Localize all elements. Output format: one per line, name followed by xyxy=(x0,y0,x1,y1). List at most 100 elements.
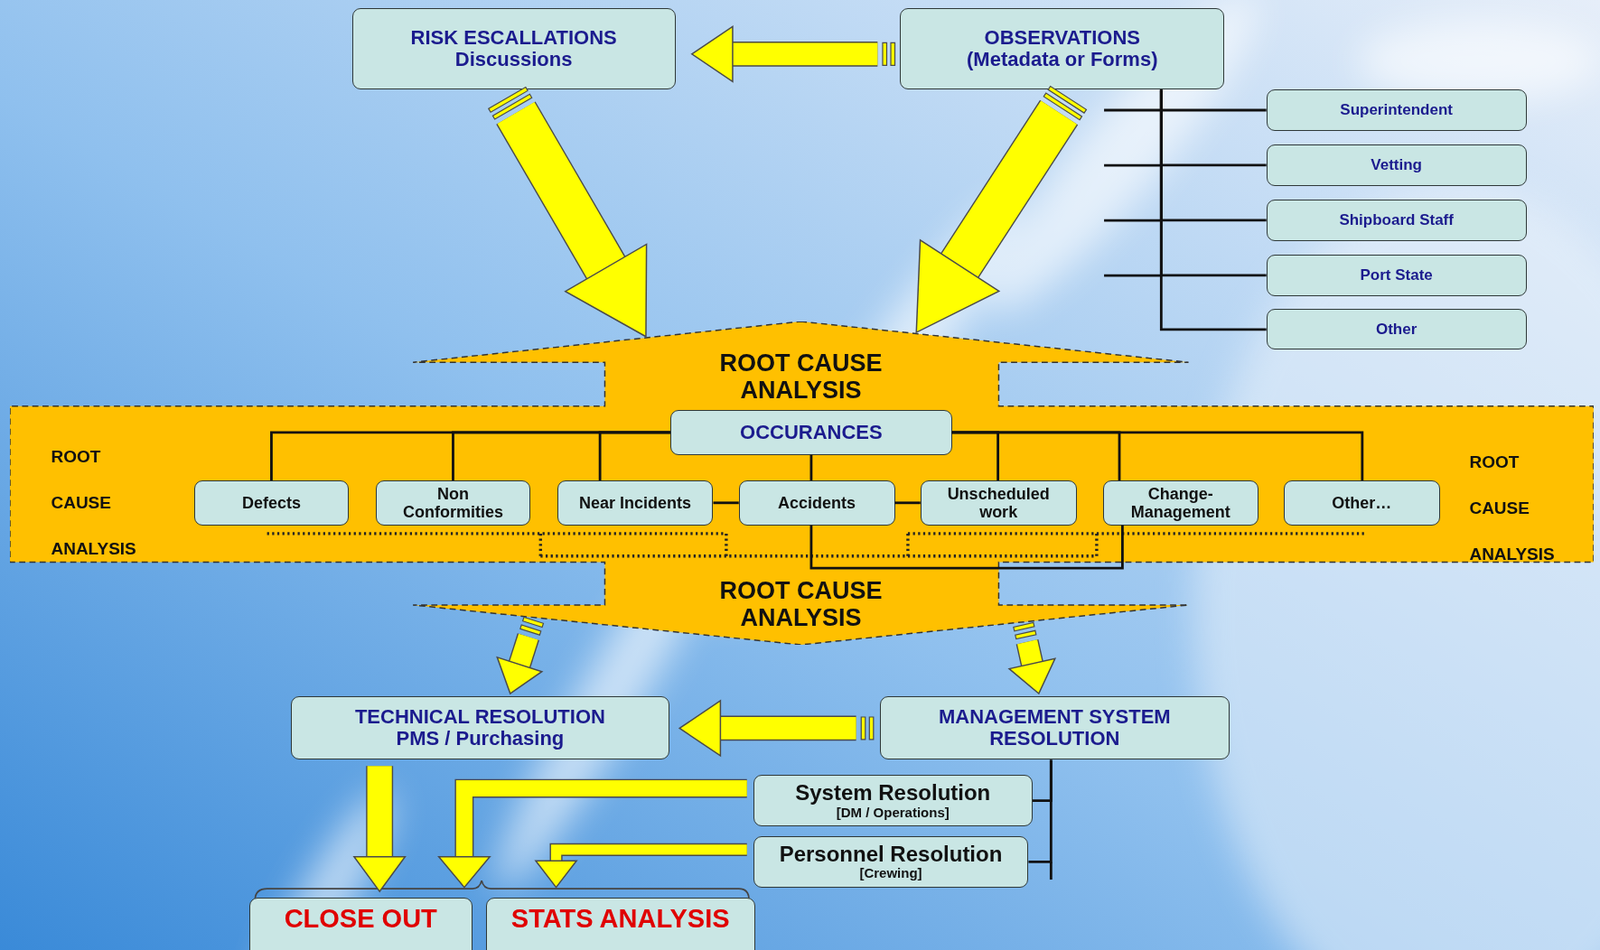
process-box: Other… xyxy=(1283,480,1441,526)
block-arrow xyxy=(496,617,543,694)
connector-line xyxy=(1032,759,1051,801)
process-box: OCCURANCES xyxy=(670,410,953,456)
arrow-outline xyxy=(959,112,1059,267)
label-slot: ROOT CAUSE ANALYSIS xyxy=(706,577,897,632)
box-label: Change-Management xyxy=(1113,485,1249,522)
process-box: OBSERVATIONS(Metadata or Forms) xyxy=(899,8,1225,90)
connector-line xyxy=(1160,89,1266,166)
band-label: ROOT CAUSE ANALYSIS xyxy=(1469,439,1570,578)
block-arrow xyxy=(916,86,1086,334)
block-arrow xyxy=(679,701,874,757)
box-label: MANAGEMENT SYSTEM RESOLUTION xyxy=(885,706,1225,751)
arrow-head xyxy=(439,857,490,889)
process-box: System Resolution[DM / Operations] xyxy=(753,775,1033,826)
process-box: Superintendent xyxy=(1266,89,1527,131)
process-box: Shipboard Staff xyxy=(1266,199,1527,241)
haze xyxy=(1193,183,1600,950)
arrow-outline xyxy=(515,112,607,269)
process-box: Non Conformities xyxy=(375,480,532,526)
box-label: OBSERVATIONS xyxy=(984,27,1141,50)
label-slot: ROOT CAUSE ANALYSIS xyxy=(50,433,151,572)
arrow-head xyxy=(1009,658,1056,694)
arrow-fill xyxy=(720,717,856,740)
arrow-fill xyxy=(959,112,1059,267)
tail-bar xyxy=(882,42,888,66)
arrow-fill xyxy=(367,766,393,858)
arrow-fill xyxy=(464,788,748,858)
tail-bar xyxy=(1043,93,1082,121)
connector xyxy=(1160,89,1266,276)
tail-bar xyxy=(523,617,544,627)
label-slot: ROOT CAUSE ANALYSIS xyxy=(706,349,897,404)
connector xyxy=(1160,89,1266,111)
box-label: OCCURANCES xyxy=(739,421,883,445)
connector xyxy=(1160,89,1266,221)
process-box: Other xyxy=(1266,308,1527,350)
process-box: MANAGEMENT SYSTEM RESOLUTION xyxy=(879,696,1230,760)
box-label: Defects xyxy=(242,494,301,513)
tail-bar xyxy=(860,717,866,740)
box-label: Superintendent xyxy=(1339,101,1453,119)
connector xyxy=(1160,89,1266,329)
block-arrow xyxy=(692,26,896,82)
arrow-head xyxy=(496,657,542,694)
arrow-fill xyxy=(515,112,607,269)
arrow-outline xyxy=(519,636,529,665)
block-arrow xyxy=(354,766,405,892)
arrow-outline xyxy=(720,716,856,742)
connector-line xyxy=(1160,89,1266,276)
arrow-fill xyxy=(732,42,878,66)
arrow-outline xyxy=(365,766,393,858)
arrow-outline xyxy=(464,788,748,858)
process-box: TECHNICAL RESOLUTIONPMS / Purchasing xyxy=(290,696,670,760)
arrow-head xyxy=(565,243,647,337)
box-label: Non Conformities xyxy=(393,485,512,522)
label-slot: ROOT CAUSE ANALYSIS xyxy=(1469,439,1570,578)
box-label: [DM / Operations] xyxy=(836,805,950,822)
band-label: ROOT CAUSE ANALYSIS xyxy=(706,349,897,404)
block-arrow xyxy=(535,850,748,889)
tail-bar xyxy=(488,86,528,113)
arrow-fill xyxy=(556,850,748,861)
box-label: System Resolution xyxy=(795,781,991,806)
arrow-head xyxy=(916,240,1000,333)
tail-bar xyxy=(1013,622,1035,631)
process-box: Accidents xyxy=(739,480,896,526)
arrow-outline xyxy=(732,41,878,67)
root-cause-band: ROOT CAUSE ANALYSIS ROOT CAUSE ANALYSIS RO… xyxy=(9,321,1594,646)
connector xyxy=(1032,759,1051,801)
box-label: Other xyxy=(1375,320,1417,338)
dotted-links xyxy=(267,533,1368,557)
arrow-head xyxy=(354,857,405,892)
band-label: ROOT CAUSE ANALYSIS xyxy=(706,577,897,632)
box-label: (Metadata or Forms) xyxy=(966,48,1158,72)
box-label: CLOSE OUT xyxy=(284,904,438,934)
process-box: Unscheduled work xyxy=(920,480,1077,526)
box-label: Discussions xyxy=(455,48,573,72)
band-outline xyxy=(9,321,1594,646)
arrow-outline xyxy=(1027,642,1032,665)
process-box: Change-Management xyxy=(1103,480,1259,526)
arrow-head xyxy=(535,860,577,888)
connector-line xyxy=(1160,89,1266,111)
process-box: Near Incidents xyxy=(557,480,714,526)
band-label: ROOT CAUSE ANALYSIS xyxy=(50,433,151,572)
tail-bar xyxy=(890,42,896,66)
box-label: [Crewing] xyxy=(859,866,922,882)
block-arrow xyxy=(488,86,647,337)
process-box: CLOSE OUT xyxy=(249,898,473,950)
box-label: PMS / Purchasing xyxy=(395,728,564,751)
box-label: Shipboard Staff xyxy=(1338,211,1454,229)
process-box: Port State xyxy=(1266,254,1527,296)
connector-line xyxy=(1160,89,1266,329)
arrow-fill xyxy=(519,636,529,665)
arrow-head xyxy=(692,26,733,82)
box-label: Accidents xyxy=(777,494,856,513)
box-label: RISK ESCALLATIONS xyxy=(411,27,618,50)
box-label: Personnel Resolution xyxy=(779,842,1003,868)
box-label: Other… xyxy=(1331,494,1392,513)
box-label: Vetting xyxy=(1370,156,1423,174)
connector-line xyxy=(1160,89,1266,221)
box-label: Port State xyxy=(1360,266,1433,284)
